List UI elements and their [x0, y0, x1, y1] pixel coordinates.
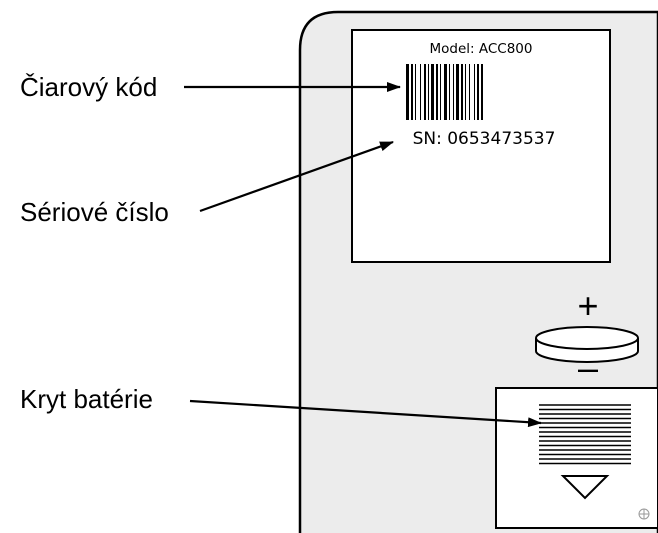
serial-arrow [199, 140, 394, 213]
minus-sign: – [578, 347, 598, 388]
serial-number-text: SN: 0653473537 [413, 129, 556, 149]
battery-cover-grip-lines [539, 404, 631, 465]
barcode-callout: Čiarový kód [20, 72, 158, 102]
model-text: Model: ACC800 [430, 41, 533, 57]
coin-cell-battery-icon [535, 326, 639, 363]
battery-cover [495, 387, 658, 529]
battery-cover-callout: Kryt batérie [20, 384, 153, 414]
plus-sign: + [577, 285, 598, 326]
barcode [406, 64, 483, 120]
slide-down-arrow-icon [560, 475, 610, 500]
serial-number-callout: Sériové číslo [20, 197, 169, 227]
screw-icon [638, 508, 650, 520]
battery-cover-arrow [189, 399, 542, 428]
